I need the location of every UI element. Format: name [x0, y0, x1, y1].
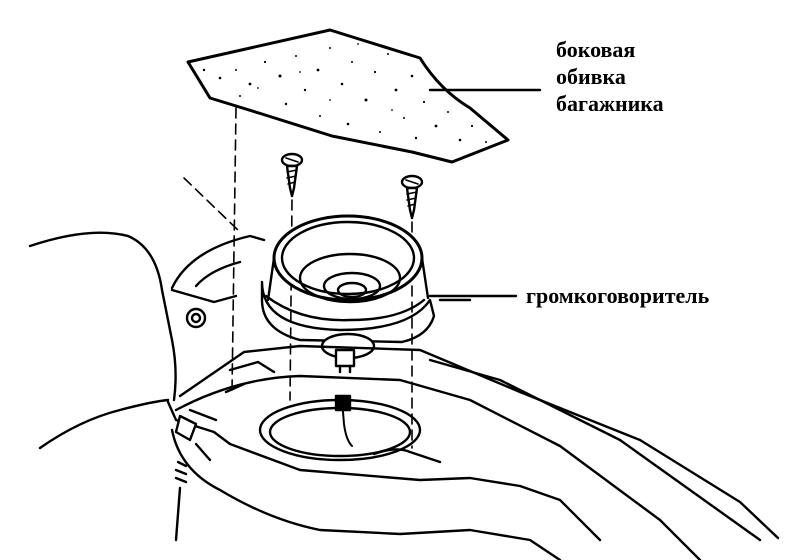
trunk-trim-label-line-3: багажника — [556, 91, 664, 116]
trunk-trim-label-line-1: боковая — [556, 37, 636, 62]
screw-right — [400, 174, 424, 220]
trunk-trim-label: боковая обивка багажника — [556, 36, 664, 117]
screw-left — [280, 152, 304, 198]
speaker-assembly — [260, 214, 436, 374]
trunk-trim-label-line-2: обивка — [556, 64, 626, 89]
trunk-trim-panel — [186, 28, 510, 164]
trim-speckle-texture — [202, 43, 487, 143]
speaker-label: громкоговоритель — [526, 283, 710, 308]
car-body-structure — [28, 231, 780, 560]
